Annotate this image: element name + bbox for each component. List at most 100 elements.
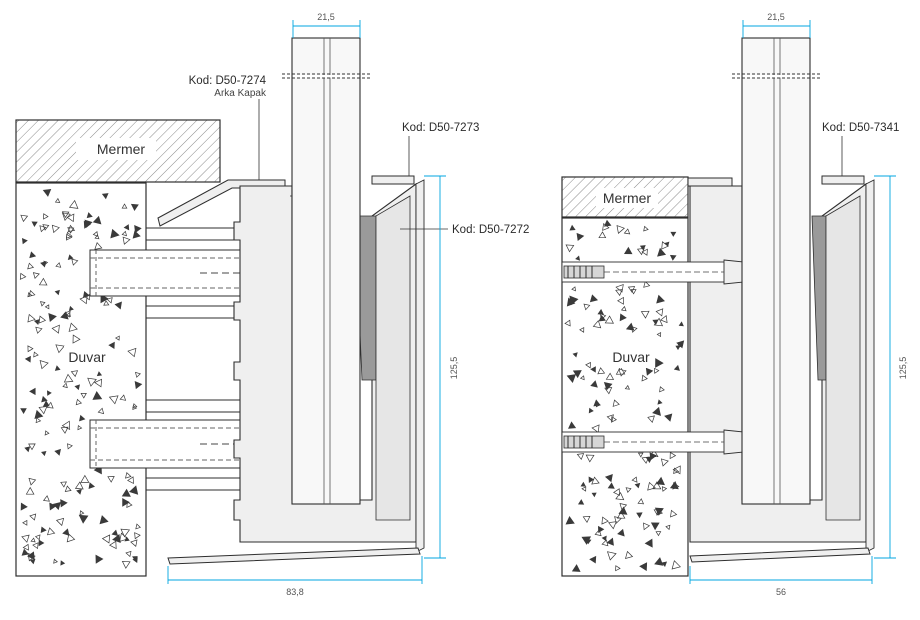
aggregate-mark (66, 533, 76, 543)
aggregate-mark (585, 454, 595, 463)
aggregate-mark (129, 485, 139, 495)
aggregate-mark (577, 499, 585, 505)
aggregate-mark (130, 539, 138, 547)
aggregate-mark (40, 261, 47, 268)
aggregate-mark (42, 495, 50, 502)
aggregate-mark (675, 345, 681, 351)
aggregate-mark (31, 221, 38, 228)
left-dim-height-label: 125,5 (449, 357, 459, 380)
aggregate-mark (619, 313, 627, 322)
aggregate-mark (67, 224, 76, 233)
aggregate-mark (617, 528, 625, 537)
aggregate-mark (617, 296, 624, 305)
aggregate-mark (656, 332, 662, 338)
aggregate-mark (657, 247, 667, 257)
left-anchor-lower (89, 399, 243, 491)
aggregate-mark (590, 366, 596, 373)
aggregate-mark (41, 451, 47, 457)
aggregate-mark (571, 286, 576, 292)
aggregate-mark (127, 476, 134, 484)
left-dim-height (424, 175, 446, 559)
aggregate-mark (620, 305, 627, 312)
right-floor-sheet (689, 547, 871, 563)
aggregate-mark (121, 488, 131, 497)
aggregate-mark (68, 305, 74, 312)
aggregate-mark (664, 241, 670, 247)
aggregate-mark (601, 535, 607, 542)
left-marble-label-bg (76, 138, 156, 160)
aggregate-mark (576, 232, 585, 242)
aggregate-mark (618, 506, 628, 515)
aggregate-mark (41, 395, 48, 403)
aggregate-mark (677, 342, 684, 349)
aggregate-mark (604, 315, 614, 324)
aggregate-mark (44, 430, 50, 436)
aggregate-mark (60, 426, 69, 434)
aggregate-mark (660, 315, 668, 324)
aggregate-mark (589, 555, 597, 564)
aggregate-mark (130, 203, 139, 211)
aggregate-mark (119, 394, 127, 401)
right-marble-label-bg (596, 188, 658, 208)
aggregate-mark (631, 476, 638, 483)
aggregate-mark (79, 295, 88, 305)
aggregate-mark (637, 452, 644, 458)
aggregate-mark (122, 498, 130, 507)
aggregate-mark (643, 522, 651, 531)
aggregate-mark (611, 416, 617, 423)
aggregate-mark (84, 219, 93, 228)
aggregate-mark (568, 421, 577, 429)
right-dim-top (742, 20, 811, 38)
left-back-cover-name: Arka Kapak (214, 88, 267, 99)
aggregate-mark (664, 413, 673, 422)
aggregate-mark (96, 371, 103, 377)
aggregate-mark (79, 414, 86, 422)
aggregate-mark (625, 322, 635, 331)
aggregate-mark (636, 512, 643, 519)
aggregate-mark (39, 359, 49, 370)
right-wall-label: Duvar (612, 349, 650, 365)
aggregate-mark (119, 532, 129, 543)
aggregate-mark (120, 528, 131, 538)
aggregate-mark (132, 403, 138, 409)
aggregate-mark (21, 534, 30, 543)
aggregate-mark (49, 502, 57, 511)
aggregate-mark (39, 301, 46, 307)
aggregate-mark (28, 289, 36, 297)
aggregate-mark (655, 308, 664, 317)
aggregate-mark (42, 188, 52, 197)
aggregate-mark (75, 398, 83, 406)
aggregate-mark (655, 358, 664, 368)
left-code-profile: Kod: D50-7272 (452, 224, 529, 236)
aggregate-mark (74, 481, 84, 490)
aggregate-mark (70, 370, 79, 378)
aggregate-mark (594, 529, 602, 537)
aggregate-mark (603, 382, 613, 391)
aggregate-mark (619, 503, 628, 511)
aggregate-mark (653, 317, 664, 327)
aggregate-mark (101, 193, 109, 200)
left-wall-label-bg (64, 346, 110, 368)
aggregate-mark (33, 319, 40, 325)
aggregate-mark (572, 352, 578, 358)
aggregate-mark (655, 476, 665, 486)
right-code-cover: Kod: D50-7341 (822, 122, 899, 134)
aggregate-mark (35, 417, 42, 424)
aggregate-mark (28, 443, 36, 451)
aggregate-mark (673, 467, 680, 475)
aggregate-mark (672, 482, 680, 490)
aggregate-mark (39, 225, 47, 233)
aggregate-mark (673, 364, 680, 371)
aggregate-mark (123, 224, 130, 231)
aggregate-mark (35, 326, 43, 334)
left-outer-wall (375, 195, 411, 521)
aggregate-mark (583, 303, 591, 311)
aggregate-mark (61, 212, 71, 221)
aggregate-mark (591, 424, 600, 434)
aggregate-mark (78, 514, 89, 524)
right-outer-wall (825, 195, 861, 521)
aggregate-mark (624, 384, 630, 390)
right-dim-height (874, 175, 896, 559)
right-wall-label-bg (607, 346, 655, 368)
aggregate-mark (590, 380, 598, 388)
